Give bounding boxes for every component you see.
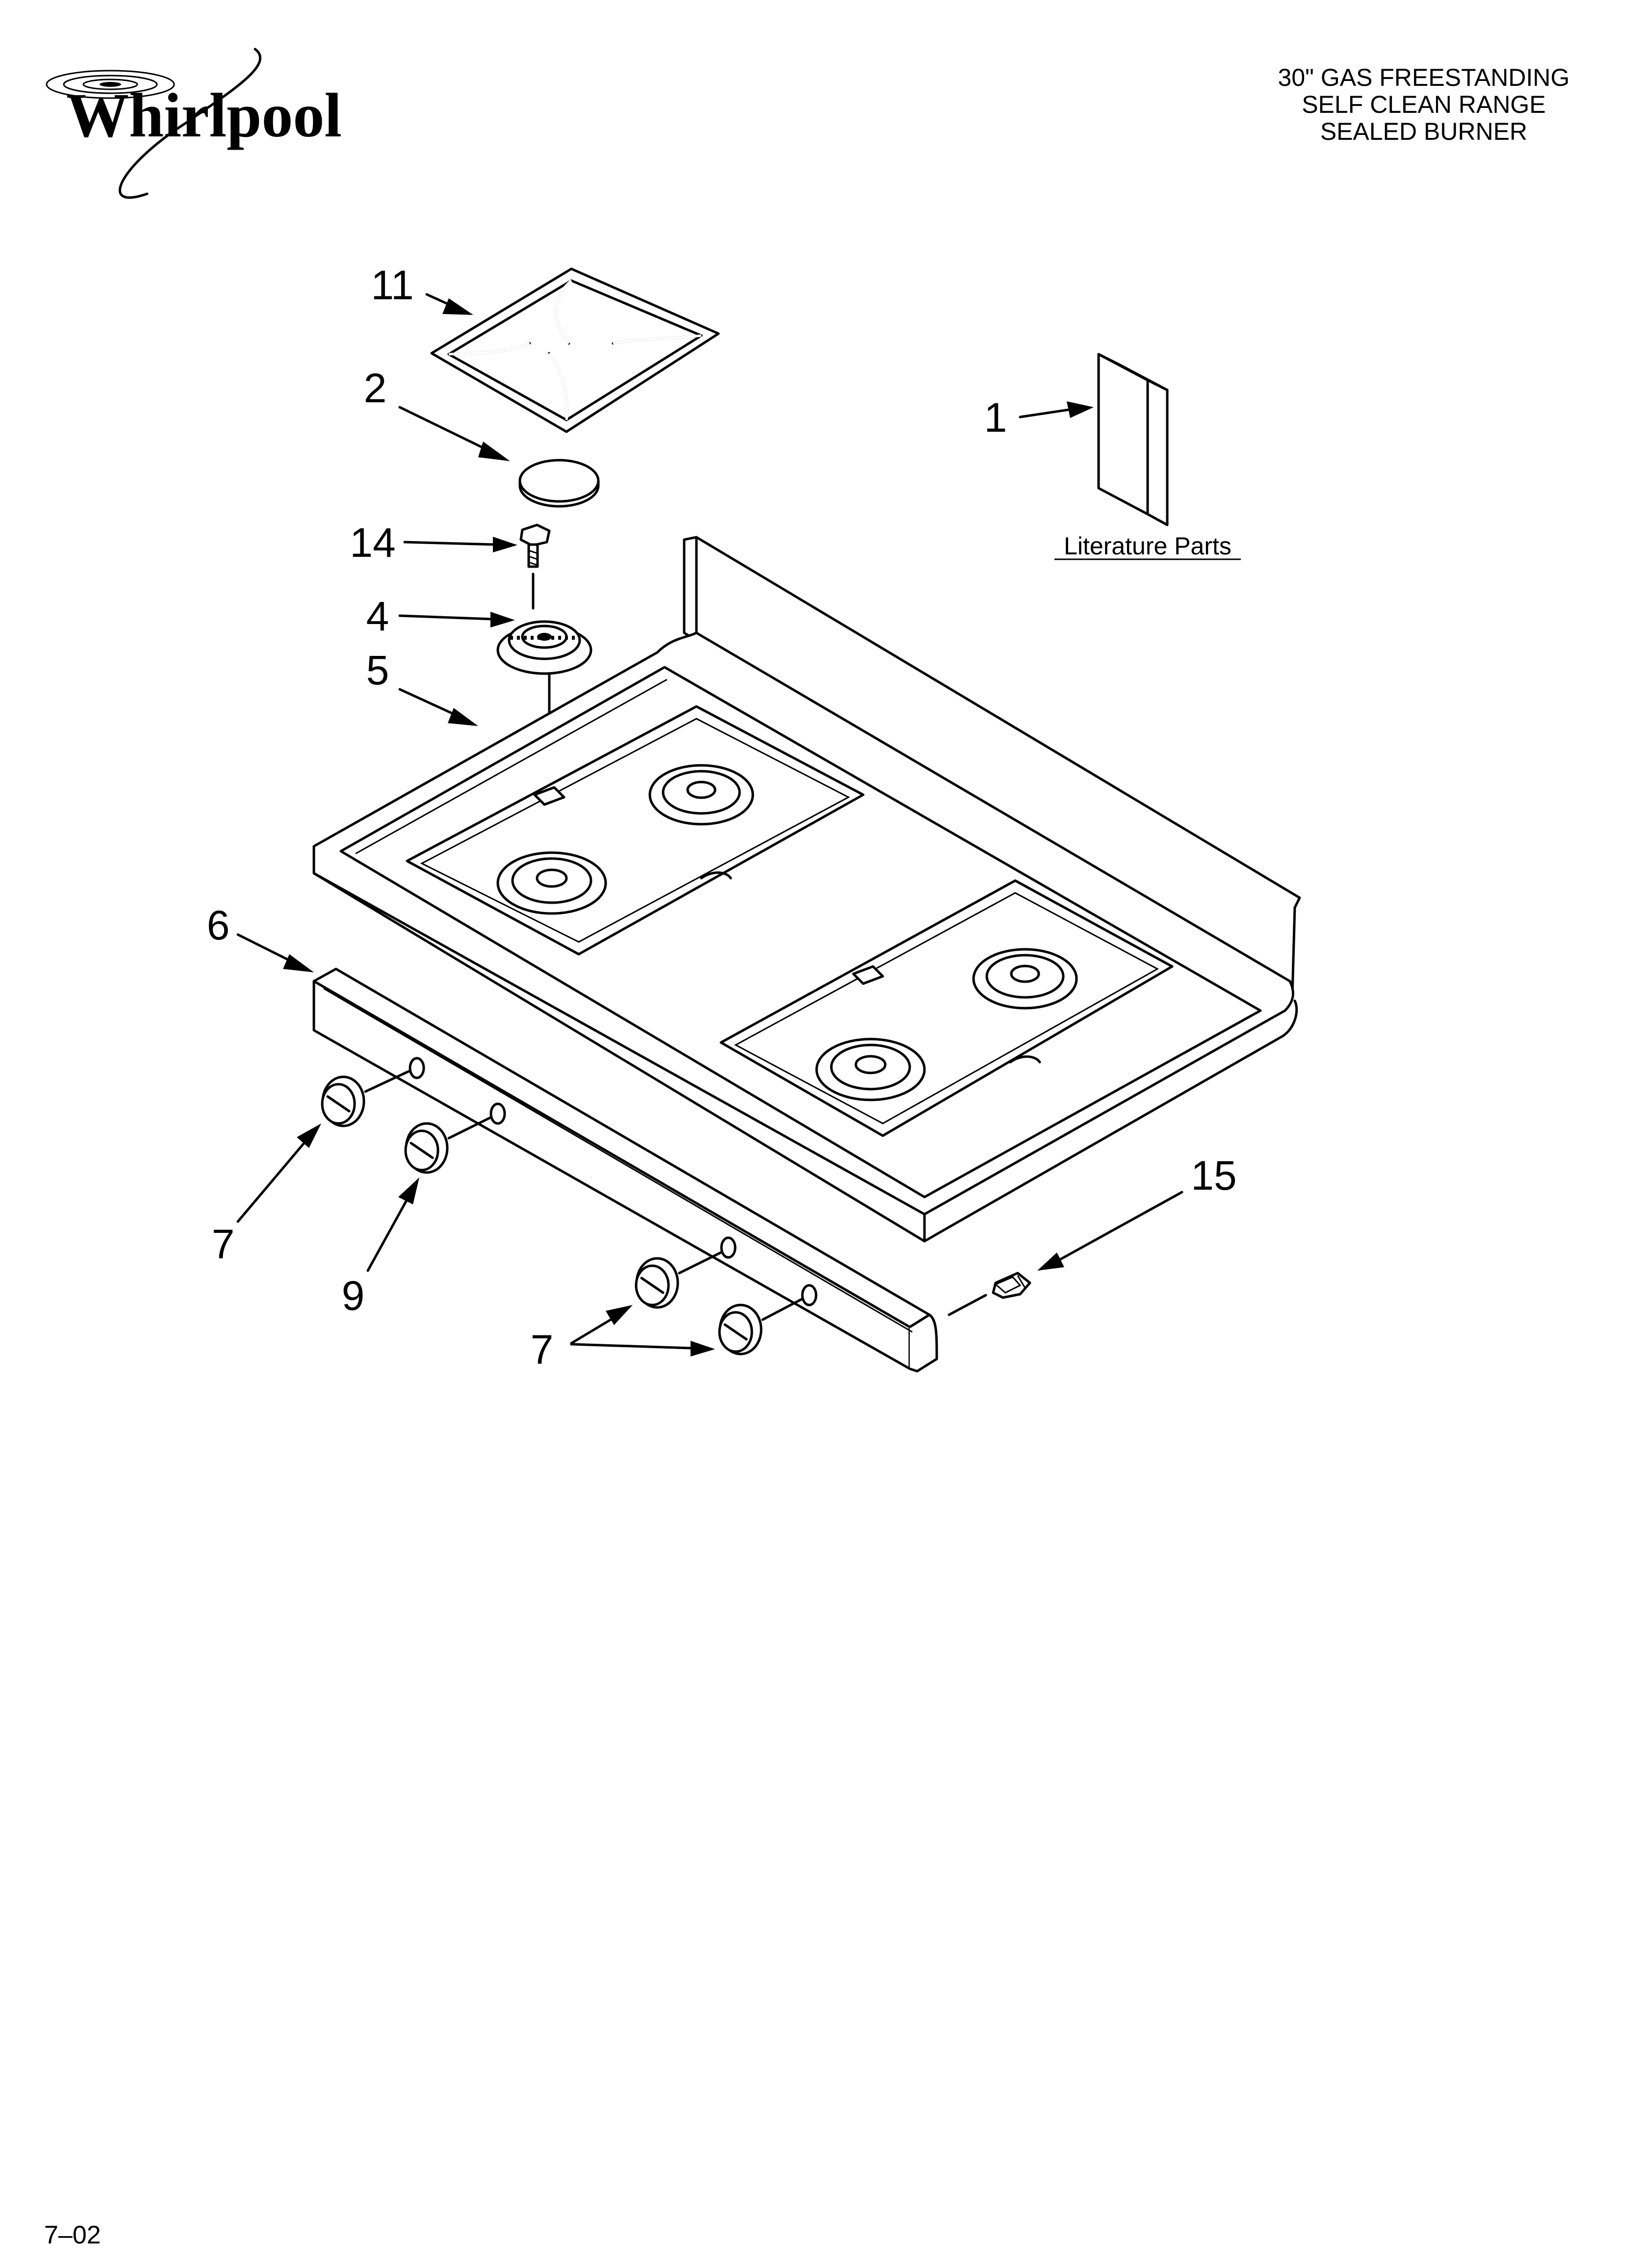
- control-knob-3: [635, 1251, 722, 1309]
- callout-knob-left: 7: [212, 1221, 235, 1267]
- whirlpool-logo: Whirlpool: [46, 48, 342, 199]
- arrowhead-knob-left: [297, 1123, 321, 1148]
- callout-grate: 11: [371, 262, 413, 308]
- callout-knob-right-pair: 7: [531, 1327, 554, 1373]
- title-line-2: SELF CLEAN RANGE: [1302, 91, 1545, 118]
- leader-knob-right-pair-a: [570, 1318, 612, 1345]
- leader-knob-left: [236, 1142, 306, 1223]
- burner-screw: [519, 523, 551, 610]
- surface-burner-right-front: [815, 1038, 926, 1101]
- leader-burner-cap: [398, 406, 492, 453]
- arrowhead-screw-top: [493, 537, 517, 552]
- leader-control-panel: [236, 933, 293, 963]
- surface-burner-right-rear: [972, 948, 1078, 1010]
- arrowhead-literature: [1067, 401, 1094, 418]
- arrowhead-burner-cap: [478, 442, 510, 461]
- callout-control-panel: 6: [207, 902, 230, 948]
- surface-burner-left-front: [496, 851, 607, 915]
- callout-cooktop: 5: [366, 647, 389, 693]
- logo-wordmark: Whirlpool: [66, 80, 342, 150]
- title-line-1: 30" GAS FREESTANDING: [1278, 64, 1570, 91]
- arrowhead-control-panel: [283, 954, 314, 972]
- leader-screw-side: [1058, 1191, 1183, 1261]
- leader-knob-left-inner: [366, 1198, 409, 1272]
- leader-literature: [1019, 408, 1071, 418]
- literature-parts-label: Literature Parts: [1064, 532, 1232, 560]
- arrowhead-knob-right-pair-a: [606, 1305, 633, 1325]
- arrowhead-cooktop: [448, 708, 478, 726]
- control-knob-1: [321, 1069, 411, 1127]
- leader-burner-base: [398, 614, 494, 621]
- callout-burner-cap: 2: [364, 365, 387, 411]
- cooktop-main-top: [312, 536, 1301, 1243]
- leader-knob-right-pair-b: [570, 1343, 693, 1350]
- arrowhead-screw-side: [1037, 1252, 1064, 1271]
- arrowhead-burner-base: [490, 612, 515, 627]
- burner-grate: [430, 267, 720, 433]
- side-screw: [948, 1272, 1031, 1316]
- leader-cooktop: [398, 688, 460, 718]
- callout-screw-top: 14: [350, 520, 395, 566]
- control-knob-4: [718, 1298, 803, 1356]
- callout-burner-base: 4: [366, 593, 389, 639]
- burner-cap: [518, 459, 600, 508]
- title-line-3: SEALED BURNER: [1320, 118, 1527, 145]
- leader-screw-top: [403, 541, 497, 546]
- literature-parts-booklet: [1097, 353, 1169, 526]
- arrowhead-knob-left-inner: [398, 1177, 419, 1204]
- callout-screw-side: 15: [1191, 1152, 1236, 1199]
- whirlpool-swirl-logo-icon: [46, 48, 261, 199]
- callout-literature: 1: [984, 394, 1007, 441]
- arrowhead-grate: [442, 298, 473, 315]
- control-panel: [312, 967, 938, 1373]
- arrowhead-knob-right-pair-b: [691, 1341, 715, 1356]
- surface-burner-left-rear: [648, 764, 754, 826]
- date-code: 7–02: [44, 2221, 101, 2249]
- control-knob-2: [404, 1116, 492, 1174]
- callout-knob-left-inner: 9: [342, 1273, 365, 1319]
